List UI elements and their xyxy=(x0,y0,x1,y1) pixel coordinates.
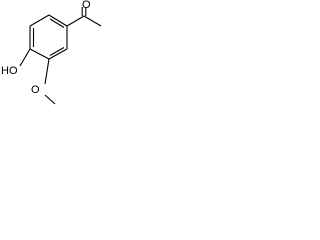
ring-bond-top xyxy=(48,14,68,27)
ring-bond-right-lower xyxy=(48,48,68,60)
hydroxyl-label: HO xyxy=(1,65,18,77)
methoxy-bond-ring xyxy=(44,58,50,85)
ring-bond-left-upper xyxy=(29,14,50,27)
ring-bond-right-lower-inner xyxy=(49,47,65,56)
methoxy-oxygen-label: O xyxy=(31,84,40,96)
carbonyl-oxygen-label: O xyxy=(82,0,91,11)
methylene-bond xyxy=(66,15,85,27)
structure-diagram: O HO O xyxy=(0,0,106,107)
ring-bond-top-inner xyxy=(49,18,65,28)
ring-bond-left-lower xyxy=(29,48,50,60)
skeletal-structure xyxy=(19,7,102,105)
methoxy-bond-methyl xyxy=(44,94,56,105)
hydroxyl-bond xyxy=(19,48,31,67)
carbonyl-methyl-bond xyxy=(83,15,102,27)
